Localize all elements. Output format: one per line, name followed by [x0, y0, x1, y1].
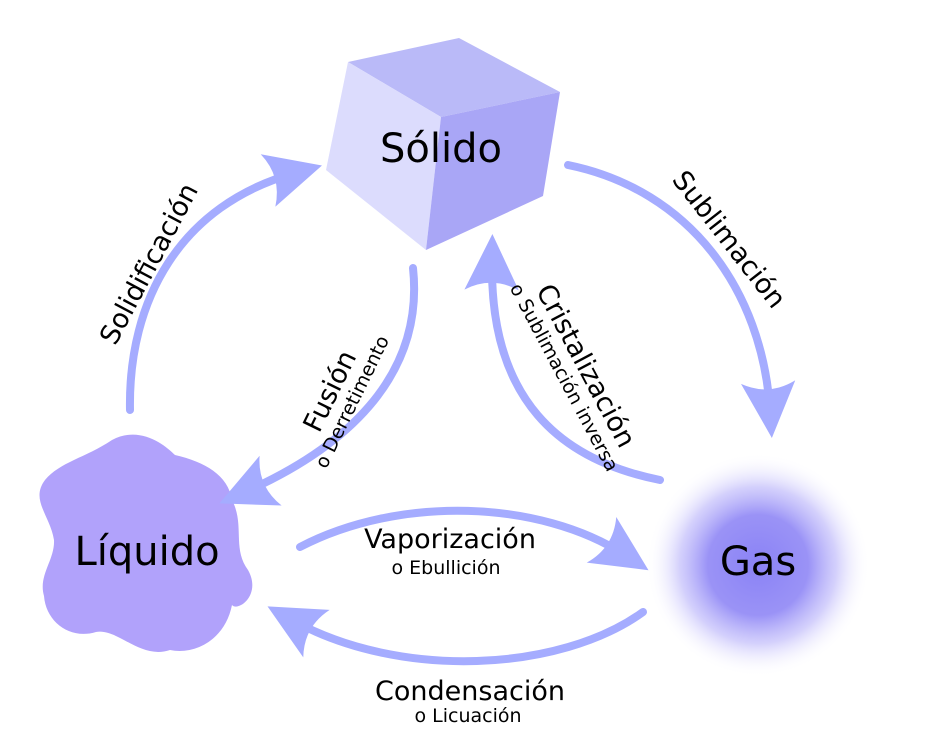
- cube-right-face: [426, 92, 560, 250]
- condensation-label: Condensación: [375, 676, 565, 707]
- cube-top-face: [348, 38, 560, 117]
- condensation-arrow: [267, 606, 647, 666]
- vaporization-arrow: [296, 506, 649, 571]
- crystallization-arrow: [464, 234, 664, 484]
- vaporization-label: Vaporización: [364, 524, 536, 555]
- gas-label: Gas: [720, 539, 796, 585]
- vaporization-sublabel: o Ebullición: [392, 557, 501, 579]
- solid-label: Sólido: [380, 126, 502, 172]
- sublimation-label: Sublimación: [666, 165, 792, 314]
- condensation-sublabel: o Licuación: [414, 705, 521, 727]
- solidification-arrow: [125, 154, 322, 414]
- solid-cube: [326, 38, 560, 250]
- solidification-label: Solidificación: [94, 178, 205, 349]
- cube-left-face: [326, 62, 441, 250]
- sublimation-arrow: [564, 161, 796, 438]
- liquid-blob: [39, 434, 253, 652]
- gas-cloud: [646, 453, 870, 677]
- fusion-arrow: [219, 264, 419, 506]
- liquid-label: Líquido: [74, 529, 219, 575]
